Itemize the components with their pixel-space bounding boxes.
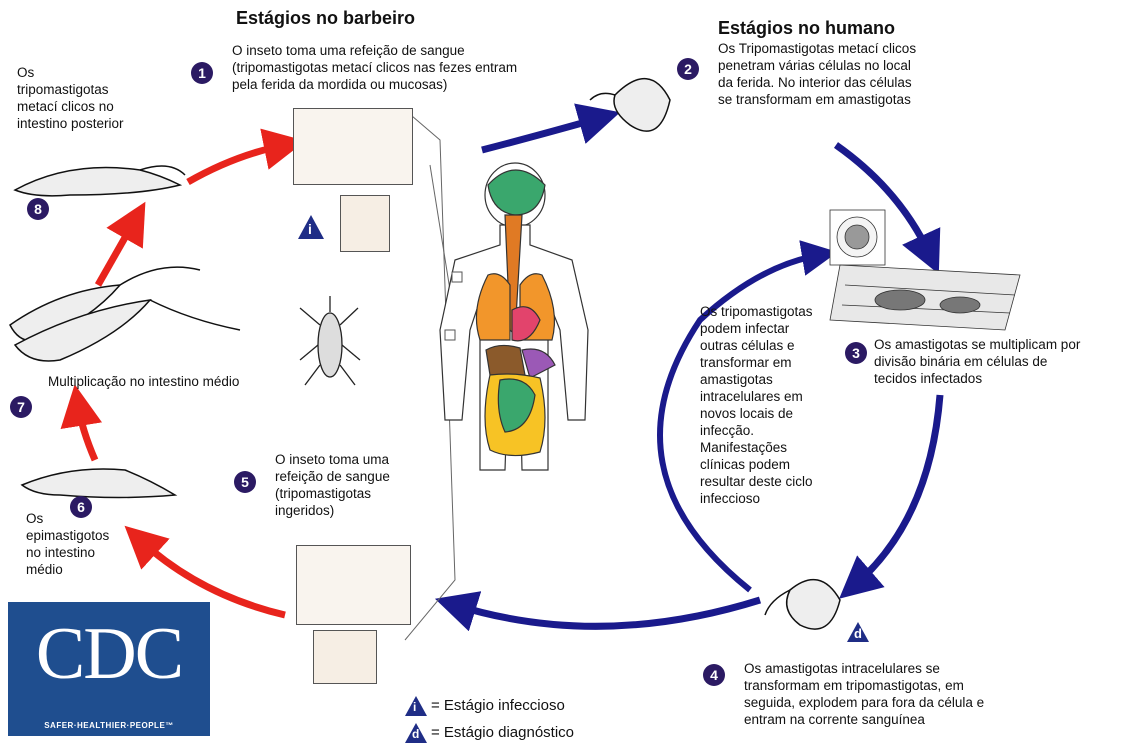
- cdc-logo-letters: CDC: [8, 608, 210, 700]
- stage-5-bite-image: [296, 545, 411, 625]
- human-stages-title: Estágios no humano: [718, 18, 895, 39]
- reinfection-note: Os tripomastigotas podem infectar outras…: [700, 303, 813, 507]
- diagnostic-marker-icon: d: [846, 621, 870, 648]
- stage-7-text: Multiplicação no intestino médio: [48, 373, 239, 390]
- legend-diagnostic-label: = Estágio diagnóstico: [431, 724, 574, 741]
- trypomastigote-stage-8: [15, 166, 185, 196]
- stage-4-badge: 4: [703, 664, 725, 686]
- diagnostic-marker-letter: d: [854, 626, 862, 641]
- legend-infective-icon: i: [404, 695, 428, 722]
- human-figure: [440, 163, 588, 470]
- arrow-8-to-1: [188, 145, 285, 182]
- trypomastigote-stage-2: [590, 79, 670, 131]
- stage-1-text: O inseto toma uma refeição de sangue (tr…: [232, 42, 517, 93]
- stage-7-badge: 7: [10, 396, 32, 418]
- stage-3-text: Os amastigotas se multiplicam por divisã…: [874, 336, 1080, 387]
- arrow-6-to-7: [78, 405, 95, 460]
- stage-6-text: Os epimastigotos no intestino médio: [26, 510, 109, 578]
- legend-diagnostic-letter: d: [412, 727, 419, 741]
- cdc-logo-tagline: SAFER·HEALTHIER·PEOPLE™: [8, 721, 210, 730]
- arrow-1-to-2: [482, 118, 600, 150]
- infective-marker-letter: i: [308, 221, 312, 237]
- stage-8-text: Os tripomastigotas metací clicos no inte…: [17, 64, 124, 132]
- legend-diagnostic-icon: d: [404, 722, 428, 749]
- stage-1-badge: 1: [191, 62, 213, 84]
- stage-4-text: Os amastigotas intracelulares se transfo…: [744, 660, 984, 728]
- stage-5-text: O inseto toma uma refeição de sangue (tr…: [275, 451, 390, 519]
- stage-2-badge: 2: [677, 58, 699, 80]
- stage-1-bite-image: [293, 108, 413, 185]
- stage-8-badge: 8: [27, 198, 49, 220]
- kissing-bug-icon: [300, 296, 360, 385]
- epimastigote-stage-7: [10, 267, 240, 361]
- arrow-3-to-4: [855, 395, 940, 585]
- epimastigote-stage-6: [22, 469, 175, 498]
- stage-5-inset-image: [313, 630, 377, 684]
- arrow-4-to-5: [455, 600, 760, 626]
- stage-1-inset-image: [340, 195, 390, 252]
- stage-3-badge: 3: [845, 342, 867, 364]
- cdc-logo: CDC SAFER·HEALTHIER·PEOPLE™: [8, 602, 210, 736]
- infected-tissue-image: [830, 210, 1020, 330]
- infective-marker-icon: i: [297, 214, 325, 245]
- stage-5-badge: 5: [234, 471, 256, 493]
- trypomastigote-stage-4: [765, 580, 840, 630]
- legend-infective-label: = Estágio infeccioso: [431, 697, 565, 714]
- vector-stages-title: Estágios no barbeiro: [236, 8, 415, 29]
- stage-2-text: Os Tripomastigotas metací clicos penetra…: [718, 40, 916, 108]
- arrow-7-to-8: [98, 220, 135, 285]
- legend-infective-letter: i: [413, 700, 416, 714]
